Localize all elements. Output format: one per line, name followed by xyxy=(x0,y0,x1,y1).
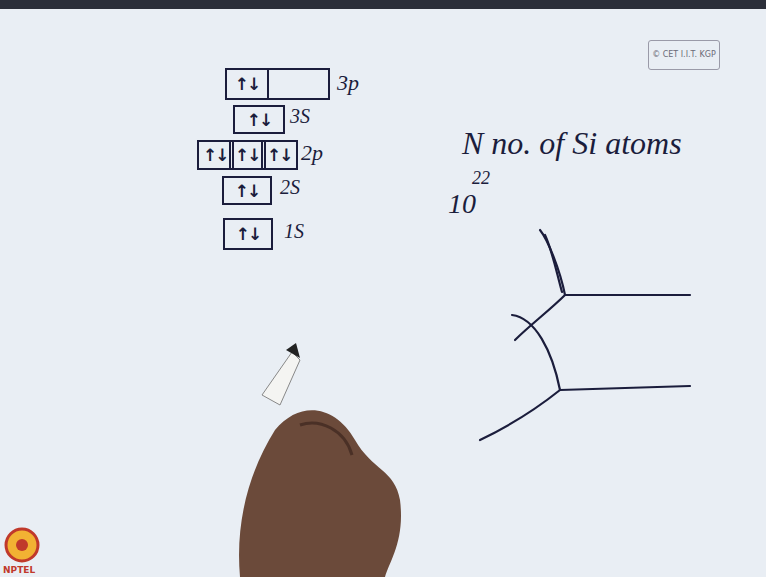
electron-arrows: ↑↓ xyxy=(236,224,261,244)
hand-with-pen xyxy=(239,343,401,577)
board-edge xyxy=(0,0,766,9)
electron-arrows: ↑↓ xyxy=(247,110,272,130)
handwritten-label: 3p xyxy=(337,70,359,96)
handwritten-label: N no. of Si atoms xyxy=(462,125,682,162)
orbital-box: ↑↓ xyxy=(233,105,285,134)
electron-arrows: ↑↓ xyxy=(235,145,260,165)
electron-arrows: ↑↓ xyxy=(227,70,269,98)
orbital-box: ↑↓ xyxy=(222,176,272,205)
nptel-logo xyxy=(6,529,38,561)
watermark-text: © CET I.I.T. KGP xyxy=(652,50,716,60)
handwritten-label: 10 xyxy=(448,188,476,220)
handwritten-label: 2S xyxy=(280,176,300,199)
handwritten-label: 1S xyxy=(284,220,304,243)
electron-arrows: ↑↓ xyxy=(203,145,228,165)
orbital-box: ↑↓ xyxy=(261,140,298,170)
electron-arrows: ↑↓ xyxy=(267,145,292,165)
handwritten-label: 22 xyxy=(472,168,490,189)
handwritten-label: 3S xyxy=(290,105,310,128)
handwritten-label: 2p xyxy=(301,140,323,166)
orbital-box: ↑↓ xyxy=(225,68,330,100)
orbital-box: ↑↓ xyxy=(223,218,273,250)
electron-arrows: ↑↓ xyxy=(235,181,260,201)
watermark-box: © CET I.I.T. KGP xyxy=(648,40,720,70)
logo-text: NPTEL xyxy=(3,565,35,575)
branch-sketch xyxy=(480,230,690,440)
